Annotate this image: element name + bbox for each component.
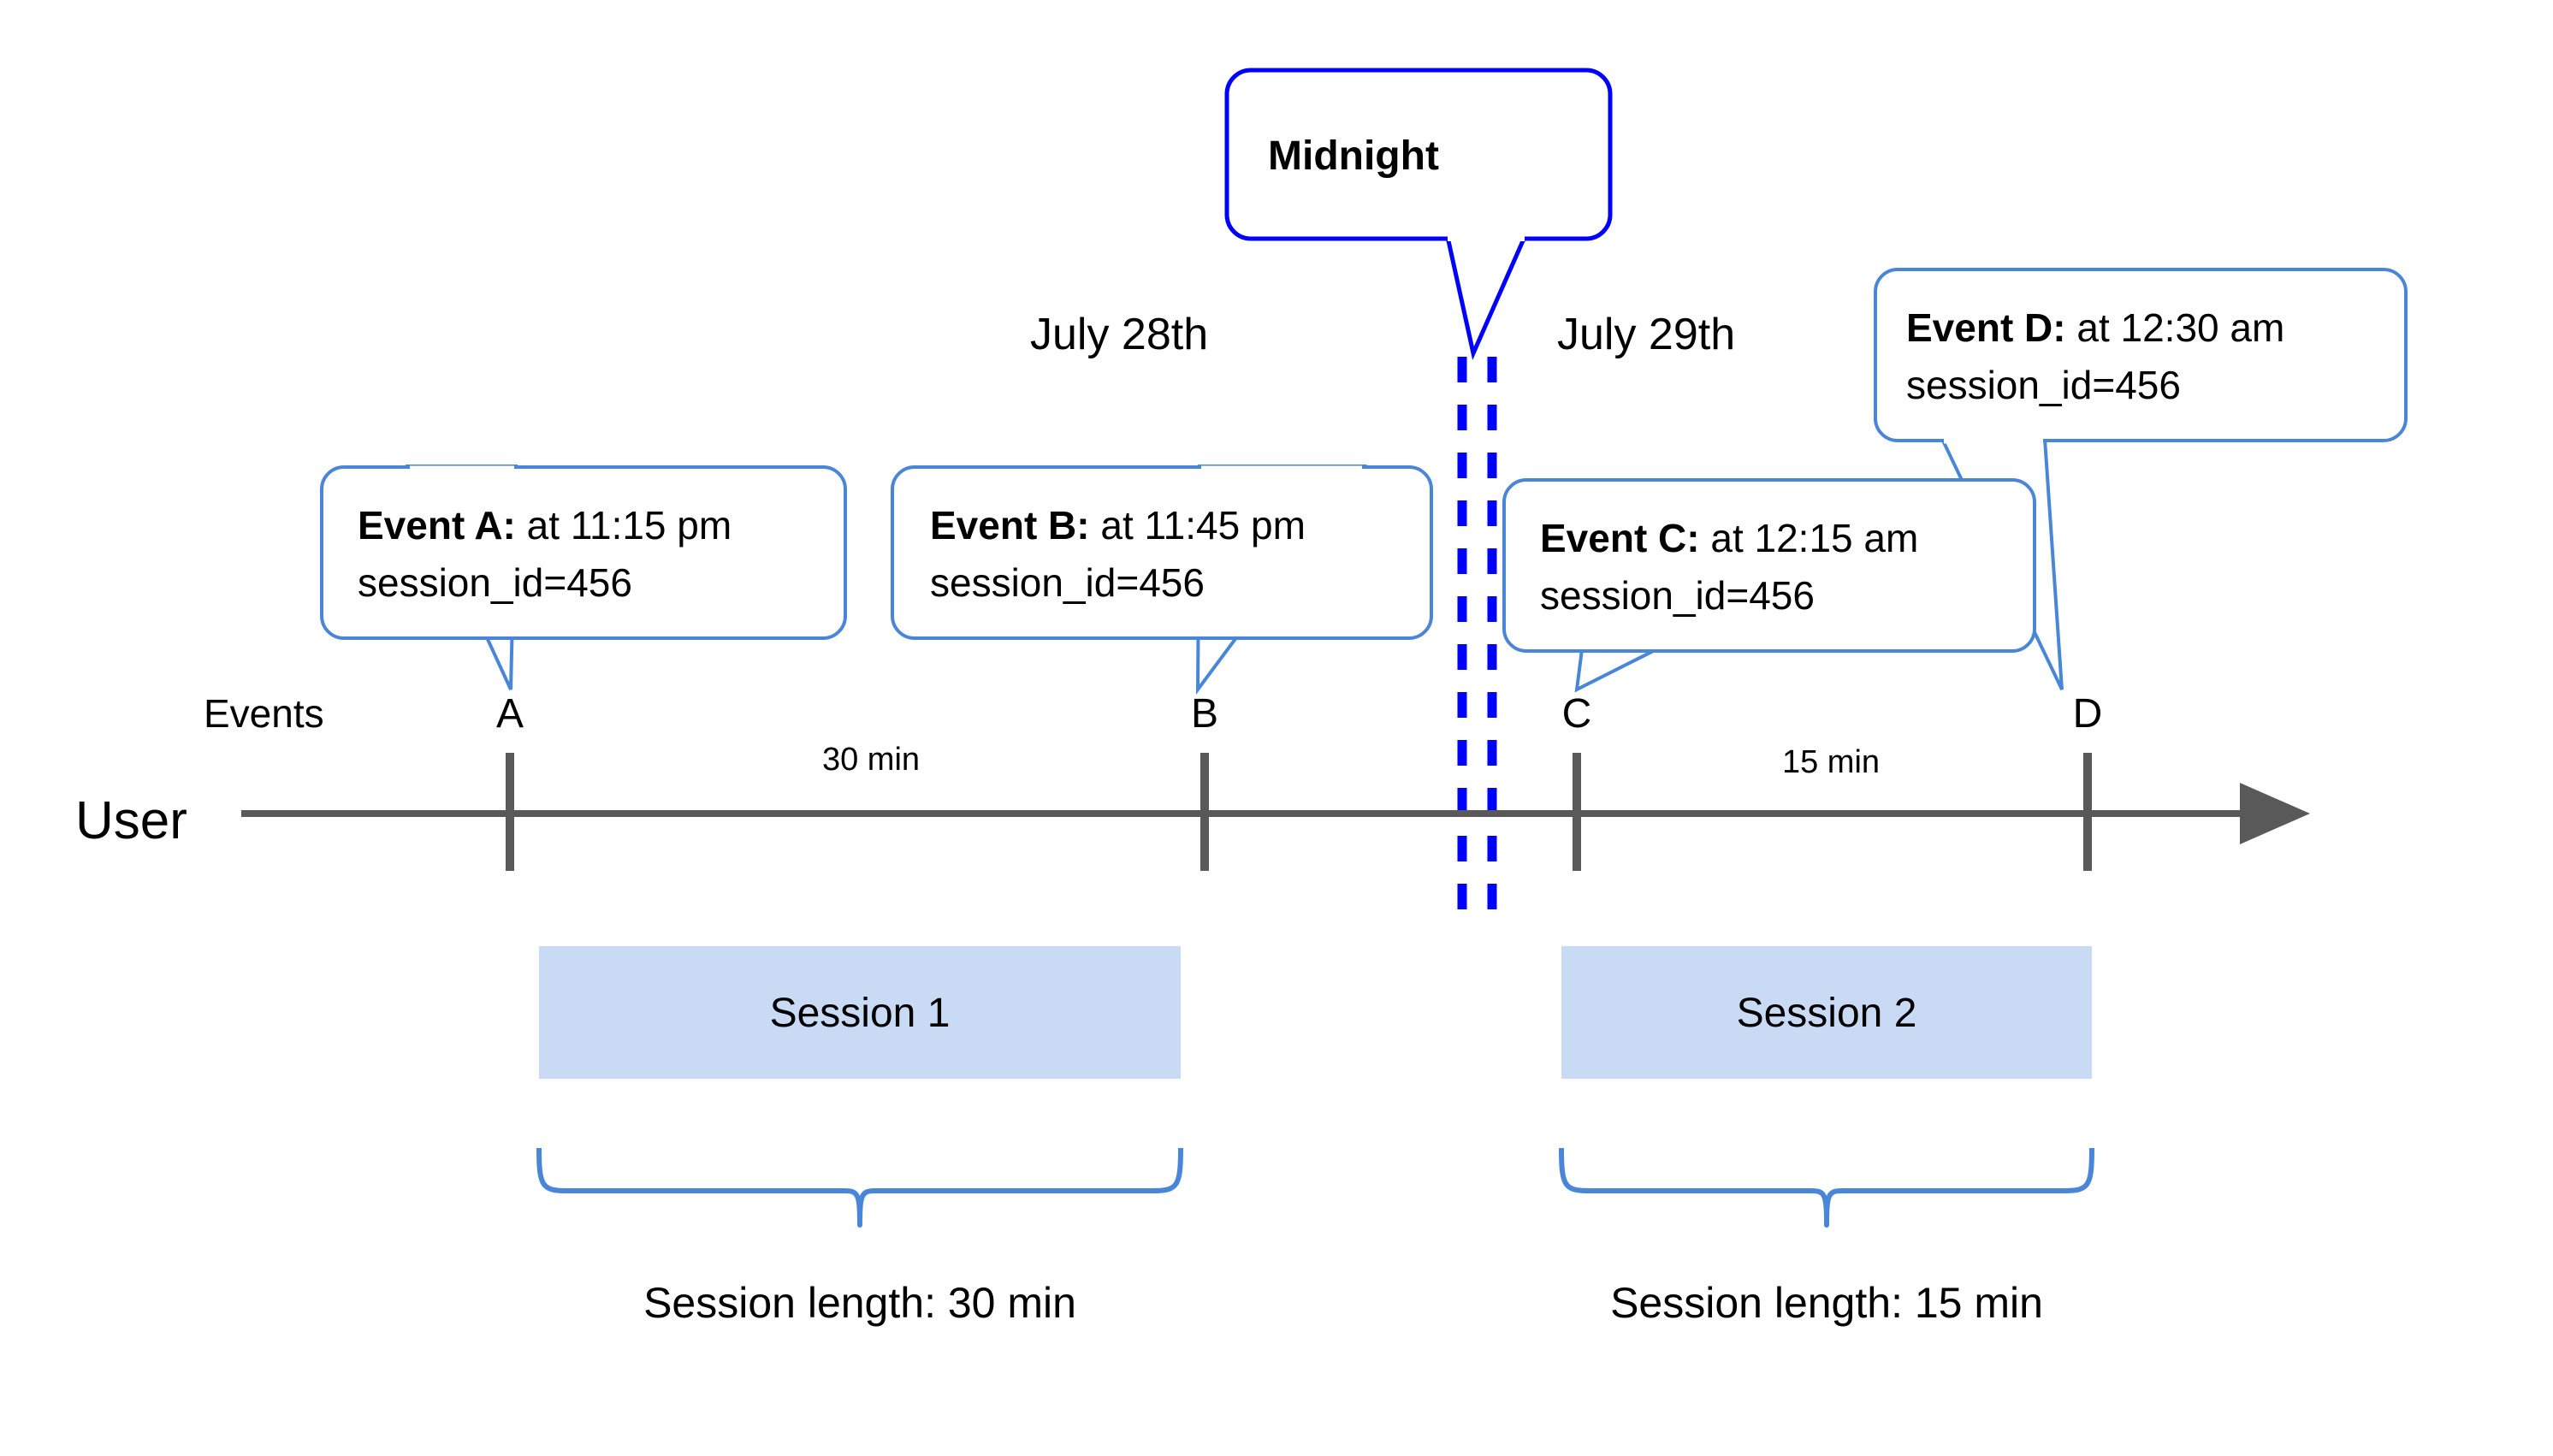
- event-b-title: Event B:: [930, 503, 1090, 547]
- event-letter-a: A: [496, 691, 524, 737]
- event-d-title: Event D:: [1906, 305, 2066, 350]
- event-callout-d-line1: Event D: at 12:30 am: [1906, 305, 2284, 350]
- event-a-title: Event A:: [358, 503, 516, 547]
- event-callout-c-line1: Event C: at 12:15 am: [1540, 516, 1918, 560]
- gap-label-30-min: 30 min: [822, 742, 920, 778]
- event-c-detail: at 12:15 am: [1700, 516, 1919, 560]
- row-label-user: User: [75, 791, 187, 850]
- session-2-bar: [1561, 946, 2092, 1079]
- event-c-title: Event C:: [1540, 516, 1700, 560]
- day-label-july-28: July 28th: [1030, 310, 1208, 359]
- event-b-detail: at 11:45 pm: [1090, 503, 1306, 547]
- row-label-events: Events: [204, 691, 324, 736]
- axis-arrow-head: [2240, 783, 2310, 844]
- event-callout-b-box: [891, 465, 1433, 640]
- event-callout-a[interactable]: Event A: at 11:15 pm session_id=456: [320, 465, 847, 690]
- event-letter-d: D: [2073, 691, 2103, 737]
- session-1-label: Session 1: [770, 991, 951, 1036]
- event-a-detail: at 11:15 pm: [516, 503, 732, 547]
- session-2-label: Session 2: [1737, 991, 1917, 1036]
- event-callout-b[interactable]: Event B: at 11:45 pm session_id=456: [891, 465, 1433, 695]
- midnight-callout-tail: [1444, 234, 1528, 360]
- event-callout-c-box: [1502, 478, 2036, 653]
- event-letter-c: C: [1562, 691, 1592, 737]
- event-callout-a-line2: session_id=456: [358, 560, 632, 605]
- session-1-group[interactable]: Session 1 Session length: 30 min: [536, 946, 1183, 1327]
- session-2-brace: [1559, 1147, 2094, 1228]
- midnight-divider: [1457, 357, 1497, 922]
- session-1-brace: [536, 1147, 1183, 1228]
- midnight-label: Midnight: [1268, 133, 1439, 179]
- session-1-length-label: Session length: 30 min: [643, 1279, 1076, 1327]
- session-2-group[interactable]: Session 2 Session length: 15 min: [1559, 946, 2094, 1327]
- event-callout-b-line2: session_id=456: [930, 560, 1205, 605]
- gap-label-15-min: 15 min: [1782, 744, 1880, 780]
- event-callout-a-box: [320, 465, 847, 640]
- midnight-callout-box: [1224, 68, 1613, 241]
- event-callout-d-box: [1874, 268, 2408, 442]
- day-label-july-29: July 29th: [1557, 310, 1735, 359]
- midnight-callout[interactable]: Midnight: [1224, 68, 1613, 360]
- session-2-length-label: Session length: 15 min: [1610, 1279, 2043, 1327]
- session-1-bar: [539, 946, 1181, 1079]
- event-callout-c[interactable]: Event C: at 12:15 am session_id=456: [1502, 478, 2036, 693]
- event-d-detail: at 12:30 am: [2066, 305, 2285, 350]
- event-letter-b: B: [1191, 691, 1218, 737]
- event-callout-c-line2: session_id=456: [1540, 573, 1815, 618]
- timeline-axis: [241, 753, 2310, 871]
- event-callout-d-line2: session_id=456: [1906, 363, 2181, 407]
- event-callout-b-line1: Event B: at 11:45 pm: [930, 503, 1306, 547]
- event-callout-a-line1: Event A: at 11:15 pm: [358, 503, 732, 547]
